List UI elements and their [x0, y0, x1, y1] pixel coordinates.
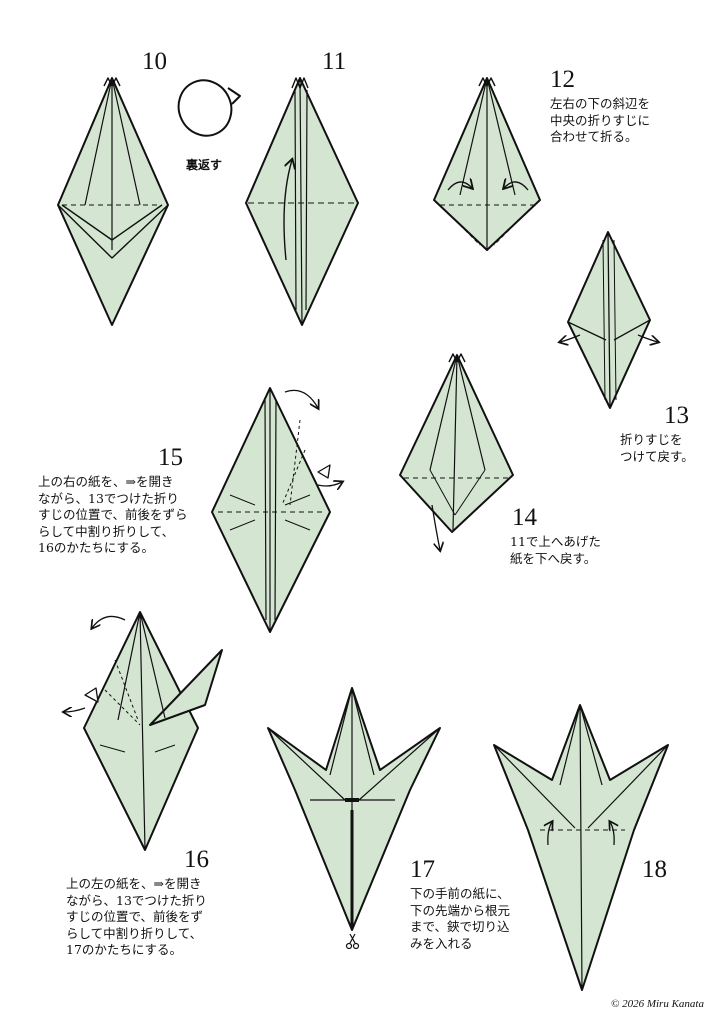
step-number-18: 18 [642, 856, 667, 883]
fold-step-11 [245, 77, 359, 326]
caption-line: 下の手前の紙に、 [410, 886, 510, 901]
fold-step-15 [211, 387, 342, 633]
step-12-caption: 左右の下の斜辺を 中央の折りすじに 合わせて折る。 [550, 96, 650, 146]
caption-line: らして中割り折りして、 [66, 925, 203, 941]
step-number-17: 17 [410, 856, 435, 883]
caption-line: 紙を下へ戻す。 [510, 550, 597, 566]
step-17-caption: 下の手前の紙に、 下の先端から根元 まで、鋏で切り込 みを入れる [410, 886, 510, 952]
flip-over-label: 裏返す [186, 158, 223, 172]
caption-line: すじの位置で、前後をず [66, 909, 204, 924]
step-13-caption: 折りすじを つけて戻す。 [620, 432, 694, 465]
caption-line: まで、鋏で切り込 [410, 919, 510, 934]
caption-line: 17のかたちにする。 [66, 942, 183, 957]
step-16-caption: 上の左の紙を、⇒を開き ながら、13でつけた折り すじの位置で、前後をず らして… [66, 876, 207, 959]
step-number-15: 15 [158, 444, 183, 471]
copyright-notice: © 2026 Miru Kanata [610, 998, 704, 1010]
step-number-11: 11 [322, 48, 347, 75]
step-number-14: 14 [512, 504, 537, 531]
caption-line: 11で上へあげた [510, 534, 601, 549]
fold-step-18 [493, 704, 669, 991]
caption-line: 中央の折りすじに [550, 112, 651, 128]
caption-line: みを入れる [410, 935, 473, 951]
step-15-caption: 上の右の紙を、⇒を開き ながら、13でつけた折り すじの位置で、前後をずら らし… [38, 474, 188, 557]
caption-line: 上の左の紙を、⇒を開き [66, 876, 202, 891]
step-number-10: 10 [142, 48, 167, 75]
caption-line: すじの位置で、前後をずら [38, 507, 188, 522]
step-number-13: 13 [664, 402, 689, 429]
fold-step-13 [560, 231, 658, 409]
caption-line: 16のかたちにする。 [38, 540, 155, 555]
flip-over-icon [177, 79, 241, 137]
caption-line: つけて戻す。 [620, 448, 694, 464]
caption-line: 合わせて折る。 [550, 129, 638, 144]
fold-step-17 [267, 687, 441, 931]
fold-step-14 [399, 353, 514, 550]
caption-line: らして中割り折りして、 [38, 523, 175, 539]
caption-line: ながら、13でつけた折り [38, 490, 179, 506]
scissors-icon [345, 933, 360, 950]
fold-step-12 [433, 77, 541, 251]
caption-line: 下の先端から根元 [410, 902, 511, 918]
caption-line: ながら、13でつけた折り [66, 892, 207, 908]
step-number-16: 16 [184, 846, 209, 873]
fold-step-16 [64, 611, 223, 851]
step-number-12: 12 [550, 66, 575, 93]
step-14-caption: 11で上へあげた 紙を下へ戻す。 [510, 534, 601, 567]
caption-line: 折りすじを [620, 432, 683, 447]
caption-line: 上の右の紙を、⇒を開き [38, 474, 174, 489]
caption-line: 左右の下の斜辺を [550, 96, 651, 111]
fold-step-10 [57, 77, 169, 326]
